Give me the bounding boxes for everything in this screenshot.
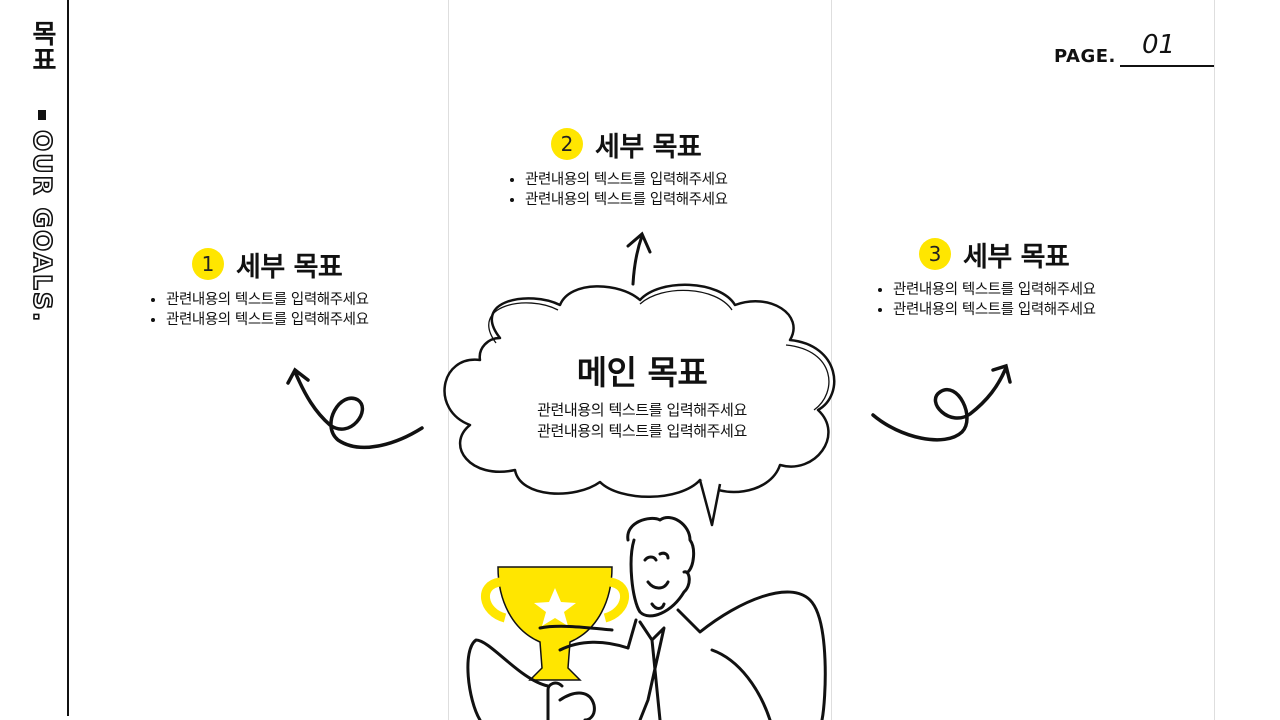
page-number-value: 01: [1142, 30, 1176, 60]
goal-item: 관련내용의 텍스트를 입력해주세요: [166, 290, 369, 310]
goal-item: 관련내용의 텍스트를 입력해주세요: [166, 310, 369, 330]
arrow-left-squiggle-icon: [286, 367, 424, 449]
goal-card-2: 2 세부 목표 관련내용의 텍스트를 입력해주세요 관련내용의 텍스트를 입력해…: [507, 124, 728, 210]
column-divider-3: [1214, 0, 1215, 720]
goal-item: 관련내용의 텍스트를 입력해주세요: [893, 280, 1096, 300]
main-goal-line: 관련내용의 텍스트를 입력해주세요: [537, 422, 747, 440]
trophy-icon: [481, 566, 629, 681]
sidebar-rule: [67, 0, 69, 716]
goal-item: 관련내용의 텍스트를 입력해주세요: [893, 300, 1096, 320]
goal-item: 관련내용의 텍스트를 입력해주세요: [525, 170, 728, 190]
sidebar-title-en: OUR GOALS.: [27, 129, 58, 324]
person-illustration-icon: [466, 516, 827, 720]
goal-item-list: 관련내용의 텍스트를 입력해주세요 관련내용의 텍스트를 입력해주세요: [875, 280, 1096, 320]
page-number-underline: [1120, 65, 1214, 67]
goal-title: 세부 목표: [236, 251, 343, 283]
speech-tail-icon: [698, 479, 722, 527]
main-goal-title: 메인 목표: [576, 353, 708, 392]
main-goal: 메인 목표 관련내용의 텍스트를 입력해주세요 관련내용의 텍스트를 입력해주세…: [482, 346, 802, 442]
sidebar-title: 목표 OUR GOALS.: [16, 20, 58, 340]
column-divider-1: [448, 0, 449, 720]
goal-number-badge: 3: [919, 238, 951, 270]
thought-cloud-icon: [443, 283, 836, 498]
page-label: PAGE.: [1054, 46, 1116, 67]
main-goal-line: 관련내용의 텍스트를 입력해주세요: [537, 401, 747, 419]
goal-card-3: 3 세부 목표 관련내용의 텍스트를 입력해주세요 관련내용의 텍스트를 입력해…: [875, 234, 1096, 320]
goal-number-badge: 2: [551, 128, 583, 160]
goal-item-list: 관련내용의 텍스트를 입력해주세요 관련내용의 텍스트를 입력해주세요: [507, 170, 728, 210]
page-number: PAGE. 01: [1054, 30, 1214, 70]
column-divider-2: [831, 0, 832, 720]
goal-number-badge: 1: [192, 248, 224, 280]
goal-item-list: 관련내용의 텍스트를 입력해주세요 관련내용의 텍스트를 입력해주세요: [148, 290, 369, 330]
sidebar-title-ko: 목표: [27, 20, 57, 72]
arrow-right-squiggle-icon: [871, 363, 1012, 442]
thought-cloud-outline-icon: [488, 289, 830, 411]
arrow-up-icon: [626, 231, 652, 286]
sidebar-title-separator: [38, 110, 46, 120]
goal-title: 세부 목표: [595, 131, 702, 163]
goal-card-1: 1 세부 목표 관련내용의 텍스트를 입력해주세요 관련내용의 텍스트를 입력해…: [148, 244, 369, 330]
goal-item: 관련내용의 텍스트를 입력해주세요: [525, 190, 728, 210]
goal-title: 세부 목표: [963, 241, 1070, 273]
